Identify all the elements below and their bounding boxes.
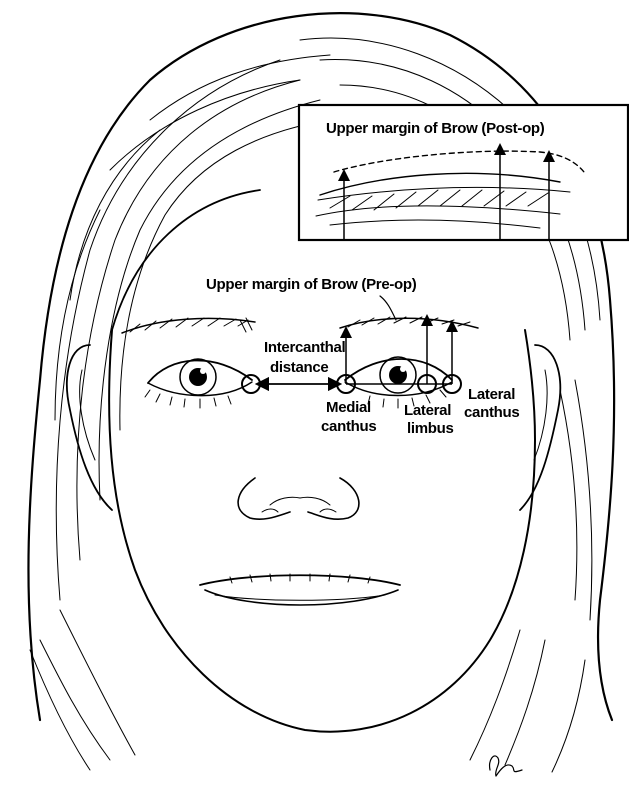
preop-annotation: Upper margin of Brow (Pre-op): [206, 276, 417, 320]
medial-canthus-label-line2: canthus: [321, 418, 376, 435]
medial-canthus-label-line1: Medial: [326, 399, 371, 416]
intercanthal-label-line1: Intercanthal: [264, 339, 346, 356]
landmark-labels: Intercanthal distance Medial canthus Lat…: [264, 339, 519, 437]
lateral-canthus-label-line2: canthus: [464, 404, 519, 421]
left-eye: [145, 359, 252, 408]
face-outline: [109, 190, 535, 732]
postop-inset: Upper margin of Brow (Post-op): [299, 105, 628, 240]
lateral-limbus-label-line1: Lateral: [404, 402, 451, 419]
right-brow: [340, 317, 478, 328]
inset-title: Upper margin of Brow (Post-op): [326, 120, 545, 137]
left-medial-canthus-marker: [242, 375, 260, 393]
left-brow: [122, 318, 255, 333]
nose: [238, 478, 359, 519]
mouth: [200, 574, 400, 605]
preop-label: Upper margin of Brow (Pre-op): [206, 276, 417, 293]
intercanthal-label-line2: distance: [270, 359, 328, 376]
artist-signature: [490, 756, 522, 776]
left-ear: [67, 345, 112, 510]
lateral-limbus-label-line2: limbus: [407, 420, 454, 437]
lateral-canthus-label-line1: Lateral: [468, 386, 515, 403]
right-ear: [520, 345, 560, 510]
